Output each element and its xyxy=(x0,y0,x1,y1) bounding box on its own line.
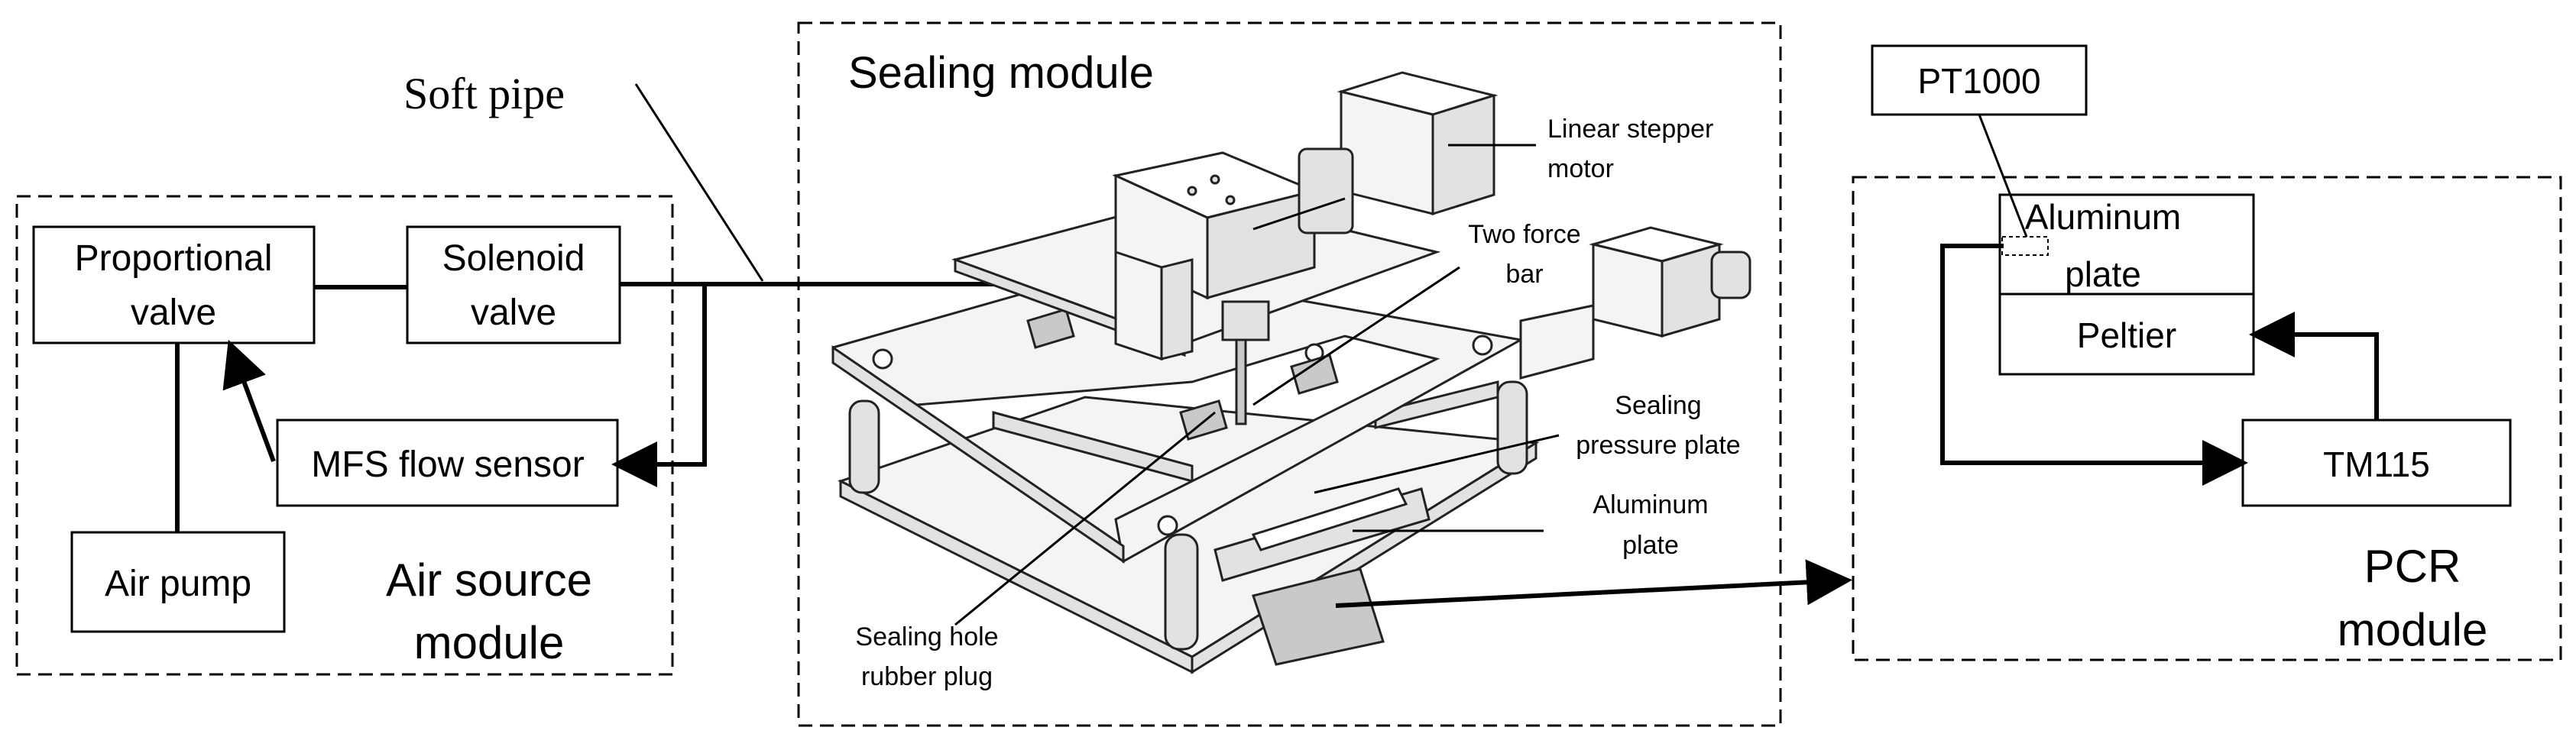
sealing-pressure-plate-label-line1: Sealing xyxy=(1615,391,1701,420)
solenoid-valve-box xyxy=(406,225,621,344)
two-force-bar-label-line1: Two force xyxy=(1468,220,1580,249)
lead-screw xyxy=(1252,197,1346,231)
sealing-device-drawing xyxy=(831,71,1751,674)
leader-two-force-bar xyxy=(1252,266,1460,406)
solenoid-valve-label-line1: Solenoid xyxy=(442,238,585,279)
solenoid-valve-label-line2: valve xyxy=(471,293,556,333)
sealing-module-boundary xyxy=(797,21,1782,727)
aluminum-plate-label-line2: plate xyxy=(1622,531,1679,560)
pcr-module-label-line1: PCR xyxy=(2364,541,2461,592)
leader-sealing-hole-rubber-plug xyxy=(954,411,1216,626)
carriage-bolt-2 xyxy=(1225,195,1236,205)
proportional-valve-box xyxy=(32,225,316,344)
arrow-sealing-to-pcr xyxy=(1335,559,1852,608)
bottom-heat-block xyxy=(1252,567,1385,666)
soft-pipe-branch-to-mfs xyxy=(611,284,707,487)
right-motor-side xyxy=(1661,242,1721,338)
pt1000-label: PT1000 xyxy=(1917,61,2040,101)
lead-screw-housing xyxy=(1298,147,1354,234)
vertical-clamp-side xyxy=(1160,258,1194,360)
vertical-clamp xyxy=(1114,250,1163,361)
pcr-sensor-to-tm115 xyxy=(1940,244,2248,486)
pillar-right-front xyxy=(1496,380,1528,475)
air-source-module-boundary xyxy=(15,195,674,676)
sealing-module-label: Sealing module xyxy=(848,48,1154,98)
clamp-pad-2 xyxy=(1179,399,1228,441)
soft-pipe-label: Soft pipe xyxy=(403,69,565,118)
air-source-module-label-line2: module xyxy=(414,617,565,668)
mfs-flow-sensor-box xyxy=(276,419,619,507)
stepper-motor-side xyxy=(1431,93,1495,216)
soft-pipe-pointer xyxy=(634,83,764,282)
pcr-module-label-line2: module xyxy=(2338,604,2488,655)
clamp-pad-1 xyxy=(1026,308,1075,349)
two-force-bar-label-line2: bar xyxy=(1505,260,1543,289)
right-motor-coupler xyxy=(1519,304,1595,380)
screw-1 xyxy=(872,348,893,370)
tm115-label: TM115 xyxy=(2323,445,2430,484)
pt1000-sensor-marker xyxy=(2001,236,2049,256)
linear-stepper-motor-label-line2: motor xyxy=(1547,154,1614,183)
peltier-label: Peltier xyxy=(2077,315,2176,355)
pcr-aluminum-plate-label-line2: plate xyxy=(2065,254,2141,294)
pcr-aluminum-plate-label-line1: Aluminum xyxy=(2025,197,2182,237)
air-pump-label: Air pump xyxy=(105,564,251,604)
carriage-bolt-3 xyxy=(1210,174,1220,185)
sealing-pressure-plate-drawing xyxy=(1251,487,1408,551)
pillar-left-rear xyxy=(848,399,880,494)
air-source-module: Proportional valve Solenoid valve MFS fl… xyxy=(15,195,674,676)
mfs-flow-sensor-label: MFS flow sensor xyxy=(311,445,584,485)
pcr-module-boundary xyxy=(1852,176,2562,661)
sealing-hole-rubber-plug-label-line2: rubber plug xyxy=(861,662,993,691)
clamp-pad-3 xyxy=(1290,354,1339,395)
sealing-pressure-plate-label-line2: pressure plate xyxy=(1576,431,1740,460)
upper-u-plate-edge xyxy=(831,345,1125,564)
screw-3 xyxy=(1472,335,1493,356)
right-motor-front xyxy=(1592,243,1664,338)
pcr-tm115-to-peltier xyxy=(2249,312,2379,420)
peltier-box xyxy=(1998,293,2255,376)
force-sensor-drawing xyxy=(1221,300,1270,341)
aluminum-plate-label-line1: Aluminum xyxy=(1593,490,1708,519)
tm115-box xyxy=(2241,419,2512,507)
right-motor-shaft xyxy=(1710,251,1751,299)
feedback-mfs-to-proportional xyxy=(222,339,276,463)
leader-sealing-pressure-plate xyxy=(1314,434,1560,494)
pt1000-pointer xyxy=(1978,114,2028,238)
stepper-motor-front xyxy=(1340,90,1434,215)
sealing-module: Sealing module xyxy=(797,21,1782,727)
pillar-left-front xyxy=(1164,533,1199,651)
pcr-module: PT1000 Aluminum plate Peltier TM115 PCR … xyxy=(1852,44,2562,661)
linear-stepper-motor-label-line1: Linear stepper xyxy=(1547,115,1713,144)
proportional-valve-label-line2: valve xyxy=(131,293,216,333)
carriage-bolt-1 xyxy=(1187,186,1197,196)
screw-2 xyxy=(1157,515,1178,536)
proportional-valve-label-line1: Proportional xyxy=(75,238,273,279)
air-source-module-label-line1: Air source xyxy=(386,554,592,606)
sealing-hole-rubber-plug-label-line1: Sealing hole xyxy=(855,622,998,651)
